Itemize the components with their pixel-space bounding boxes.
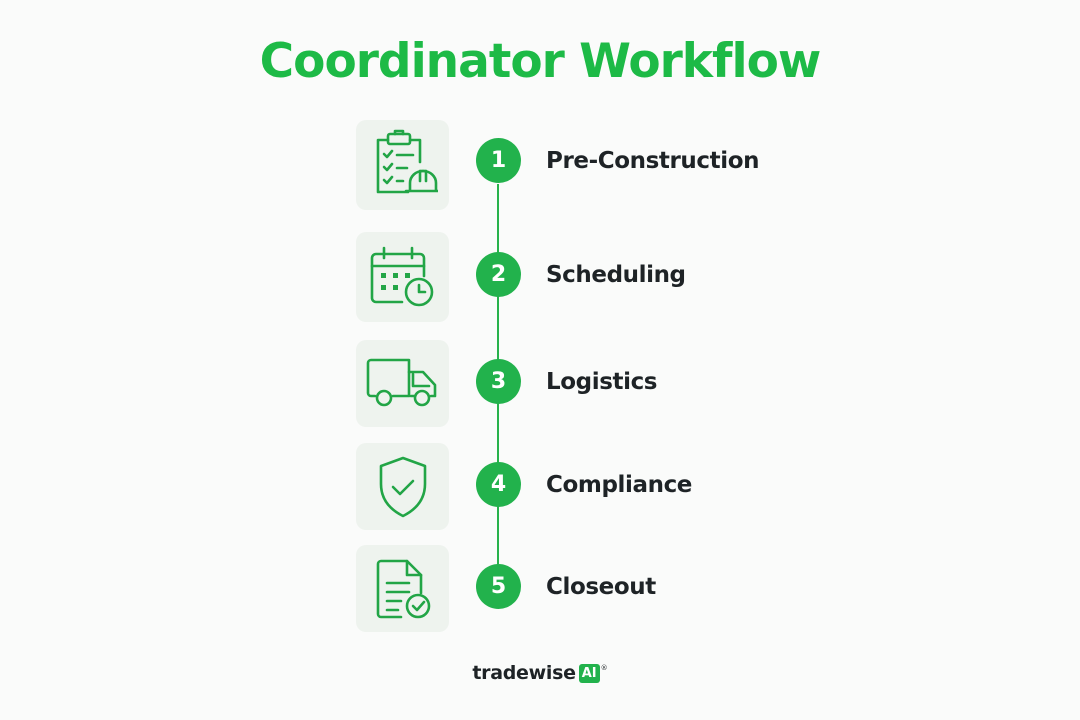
brand-name: tradewise: [472, 662, 576, 684]
step-5-number: 5: [476, 564, 521, 609]
document-check-icon: [376, 559, 430, 618]
step-3-number: 3: [476, 359, 521, 404]
clipboard-hardhat-icon: [376, 129, 438, 194]
step-2-label: Scheduling: [546, 262, 686, 288]
step-4-label: Compliance: [546, 472, 693, 498]
step-2-number: 2: [476, 252, 521, 297]
step-1-icon-tile: [356, 120, 449, 210]
brand-logo: tradewise AI ®: [0, 662, 1080, 684]
step-1-number: 1: [476, 138, 521, 183]
step-3-label: Logistics: [546, 369, 658, 395]
step-1-label: Pre-Construction: [546, 148, 760, 174]
step-3-icon-tile: [356, 340, 449, 427]
calendar-clock-icon: [370, 246, 433, 307]
truck-icon: [366, 358, 436, 406]
step-2-icon-tile: [356, 232, 449, 322]
step-5-icon-tile: [356, 545, 449, 632]
page-title: Coordinator Workflow: [259, 34, 822, 89]
step-4-number: 4: [476, 462, 521, 507]
step-5-label: Closeout: [546, 574, 656, 600]
brand-badge: AI: [578, 663, 600, 683]
shield-check-icon: [379, 456, 426, 517]
registered-mark: ®: [600, 664, 608, 672]
step-4-icon-tile: [356, 443, 449, 530]
